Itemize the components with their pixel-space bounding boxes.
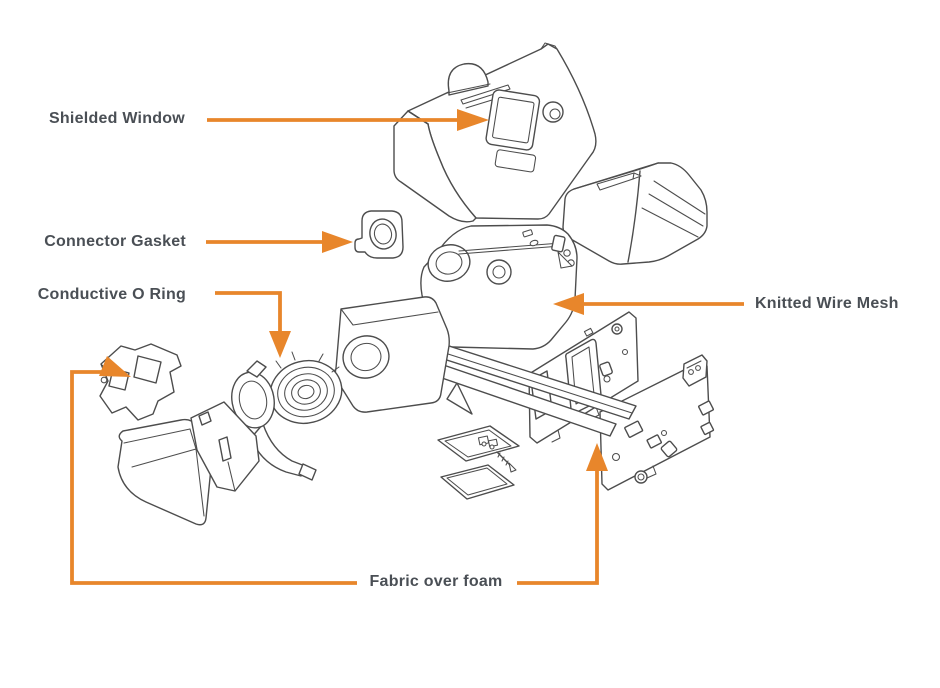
- foam-sheet-part: [440, 464, 515, 500]
- rear-block-part: [562, 162, 708, 265]
- connector-gasket-part: [354, 210, 404, 259]
- fabric-frame-part: [99, 343, 182, 421]
- knitted-wire-mesh-label: Knitted Wire Mesh: [755, 295, 899, 312]
- knitted-wire-mesh-callout-arrow: [553, 293, 744, 315]
- conductive-o-ring-label: Conductive O Ring: [37, 286, 186, 303]
- connector-gasket-label: Connector Gasket: [44, 233, 186, 250]
- conductive-o-ring-callout-arrow: [215, 291, 291, 358]
- fabric-over-foam-right-callout-arrow: [517, 443, 608, 585]
- fabric-over-foam-left-callout-arrow: [70, 356, 357, 585]
- foam-wedge-part: [117, 418, 213, 526]
- top-cover-part: [393, 42, 597, 223]
- pcb-part: [599, 354, 715, 491]
- fabric-over-foam-label: Fabric over foam: [369, 573, 503, 590]
- motor-mount-ring-part: [231, 360, 317, 481]
- shielded-window-cutout: [485, 89, 541, 173]
- connector-gasket-callout-arrow: [206, 231, 353, 253]
- label-card-part: [437, 425, 520, 473]
- shielded-window-callout-arrow: [207, 109, 489, 131]
- chassis-part: [420, 224, 578, 415]
- shielded-window-label: Shielded Window: [48, 110, 185, 127]
- fabric-plate-part: [190, 401, 260, 492]
- blower-housing-part: [334, 296, 450, 413]
